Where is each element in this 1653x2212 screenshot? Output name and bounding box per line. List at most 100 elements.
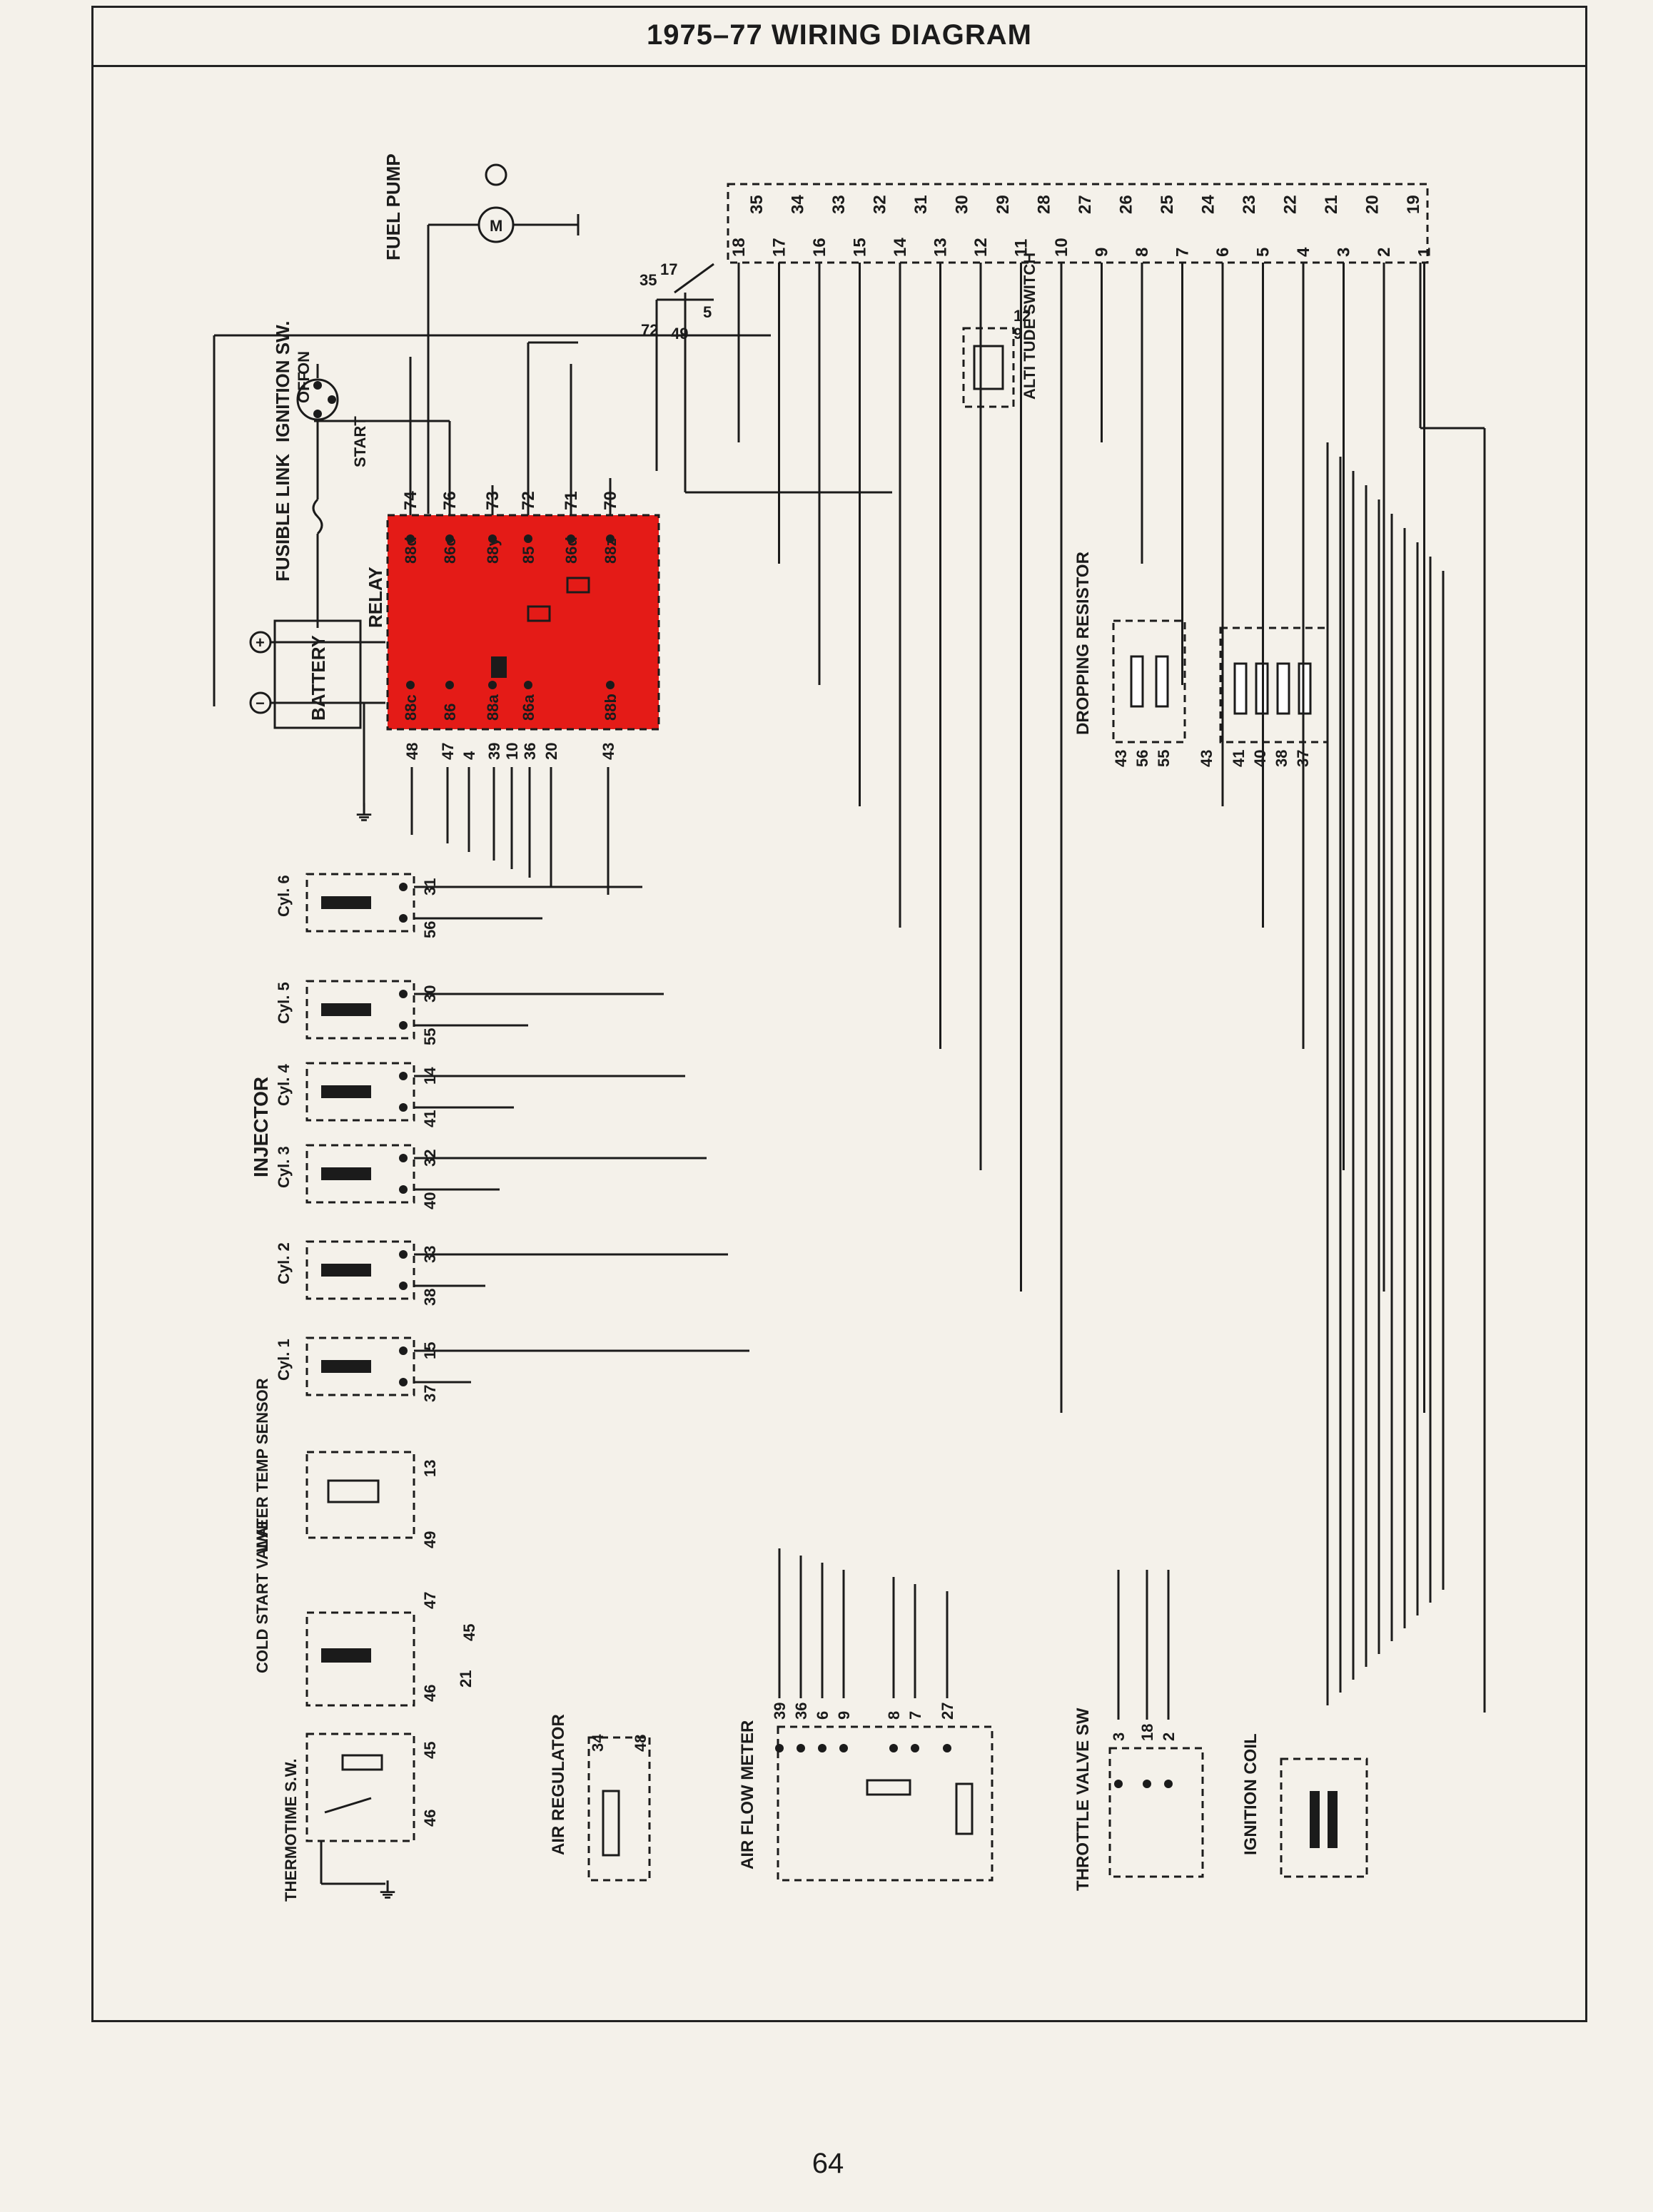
fuel-pump: FUEL PUMP M [383, 153, 580, 514]
fusible-link-icon [312, 498, 323, 535]
ecu-pin-label: 9 [1093, 248, 1112, 257]
wire-bus [737, 263, 1486, 1713]
relay-terminal [488, 534, 497, 543]
diagram-title: 1975–77 WIRING DIAGRAM [647, 19, 1032, 51]
switch-wire-label: 46 [421, 1810, 439, 1827]
ecu-pin-label: 12 [971, 238, 991, 257]
relay-terminal [406, 534, 415, 543]
injector-wire-label: 37 [421, 1385, 439, 1402]
air-flow-meter-wire-label: 7 [906, 1711, 924, 1720]
water-temp-sensor-label: WATER TEMP SENSOR [253, 1378, 271, 1552]
ignition-switch-icon [296, 378, 339, 421]
svg-text:17: 17 [660, 260, 677, 278]
relay-coil-2-icon [566, 577, 590, 594]
dropping-resistor-wire-label: 40 [1251, 750, 1269, 767]
fusible-link-label: FUSIBLE LINK [272, 454, 293, 582]
relay-wire-label: 20 [542, 743, 560, 760]
ignition-coil-icon [1310, 1791, 1320, 1848]
ecu-pin-label: 15 [851, 238, 870, 257]
relay-diode-icon [491, 656, 507, 678]
ecu-pin-label: 33 [829, 195, 849, 214]
injector-icon [321, 1167, 371, 1180]
ecu-pin-label: 3 [1335, 248, 1354, 257]
relay-wire-label: 36 [521, 743, 539, 760]
air-flow-potentiometer-icon [955, 1782, 974, 1835]
ecu-pin-label: 19 [1404, 195, 1423, 214]
fuel-gauge-icon [485, 163, 507, 186]
injector-cylinder-label: Cyl. 5 [275, 982, 293, 1024]
relay-terminal-label: 88a [484, 694, 502, 721]
ecu-pin-label: 5 [1254, 248, 1273, 257]
dropping-resistor-wire-label: 56 [1133, 750, 1151, 767]
ecu-pin-label: 31 [911, 195, 931, 214]
air-flow-resistor-icon [866, 1779, 911, 1796]
air-regulator-label: AIR REGULATOR [549, 1714, 568, 1855]
dropping-resistor-wire-label: 43 [1198, 750, 1215, 767]
dropping-resistor-wire-label: 55 [1155, 750, 1173, 767]
svg-text:34: 34 [589, 1734, 607, 1752]
air-flow-meter-label: AIR FLOW METER [738, 1720, 757, 1869]
relay-wire-label: 48 [403, 743, 421, 760]
ecu-pin-label: 22 [1281, 195, 1300, 214]
svg-text:5: 5 [703, 303, 712, 321]
relay-wire-label: 43 [600, 743, 617, 760]
relay-terminal-label: 85 [520, 547, 537, 564]
page-number: 64 [812, 2148, 844, 2179]
ecu-pin-label: 7 [1173, 248, 1193, 257]
resistor-icon [1130, 655, 1144, 708]
altitude-switch-label: ALTI TUDE SWITCH [1021, 253, 1038, 400]
ecu-pin-label: 27 [1076, 195, 1095, 214]
title-bar: 1975–77 WIRING DIAGRAM [91, 6, 1587, 67]
fuel-pump-label: FUEL PUMP [383, 153, 404, 260]
svg-text:−: − [256, 694, 265, 712]
injector-wire-label: 56 [421, 921, 439, 938]
ecu-pin-label: 26 [1117, 195, 1136, 214]
injector-wire-label: 55 [421, 1028, 439, 1045]
relay-terminal [445, 681, 454, 689]
injector-wire-label: 38 [421, 1289, 439, 1306]
relay-terminal-label: 86a [520, 694, 537, 721]
ecu-pin-label: 11 [1012, 239, 1031, 257]
ecu-pin-label: 21 [1322, 195, 1341, 214]
throttle-wire-label: 3 [1110, 1732, 1128, 1741]
switch-wire-label: 45 [421, 1742, 439, 1759]
thermotime-ground-icon: ⏚ [377, 1879, 398, 1903]
throttle-wire-label: 2 [1160, 1732, 1178, 1741]
injector-cylinder-label: Cyl. 4 [275, 1064, 293, 1106]
ignition-switch: IGNITION SW. OFF ON START [213, 321, 771, 706]
relay-label: RELAY [365, 567, 386, 628]
battery-ground-icon: ⏚ [353, 802, 375, 826]
relay-terminal [524, 681, 532, 689]
relay-wire-label: 39 [485, 743, 503, 760]
svg-text:35: 35 [640, 271, 657, 289]
ignition-switch-label: IGNITION SW. [272, 321, 293, 442]
svg-text:12: 12 [1013, 307, 1031, 325]
relay-wire-label: 47 [439, 743, 457, 760]
relay-terminal [488, 681, 497, 689]
injector-cylinder-label: Cyl. 2 [275, 1242, 293, 1284]
relay-terminal-label: 86 [441, 704, 459, 721]
injector-cylinder-label: Cyl. 3 [275, 1146, 293, 1188]
throttle-wire-label: 18 [1138, 1724, 1156, 1741]
injector-cylinder-label: Cyl. 1 [275, 1339, 293, 1381]
relay-terminal [606, 681, 615, 689]
dropping-resistor-wire-label: 38 [1273, 750, 1290, 767]
resistor-icon [1276, 662, 1290, 715]
altitude-switch: 12 9 ALTI TUDE SWITCH [962, 253, 1038, 408]
ecu-pin-label: 29 [994, 195, 1013, 214]
relay-terminal [445, 534, 454, 543]
ecu-pin-label: 18 [729, 238, 749, 257]
resistor-icon [1155, 655, 1169, 708]
